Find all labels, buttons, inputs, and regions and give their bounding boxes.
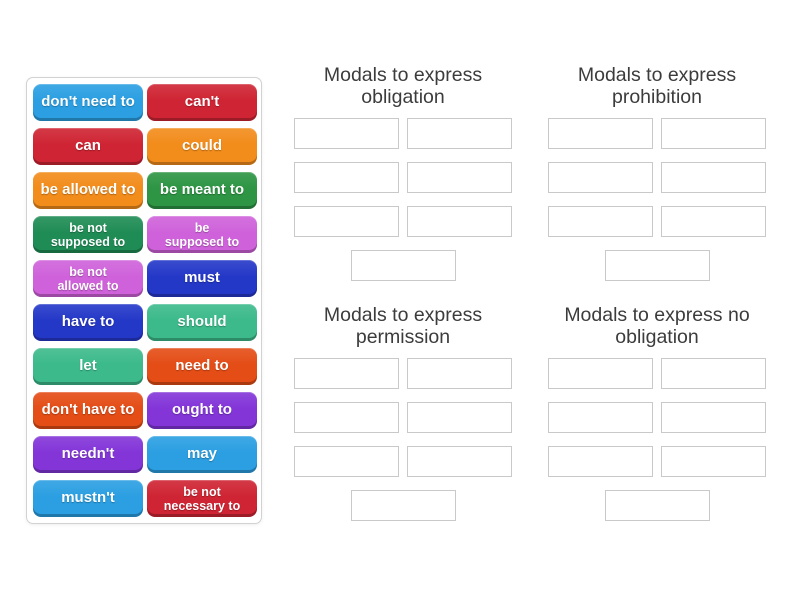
drop-slot[interactable] [548, 118, 653, 149]
drop-slot[interactable] [661, 206, 766, 237]
drop-slot[interactable] [407, 162, 512, 193]
drop-slot-grid [294, 118, 512, 281]
group-title: Modals to express obligation [323, 64, 483, 108]
word-tile[interactable]: let [33, 348, 143, 385]
word-tile[interactable]: be meant to [147, 172, 257, 209]
word-tile[interactable]: be not allowed to [33, 260, 143, 297]
drop-slot[interactable] [661, 358, 766, 389]
group-prohibition: Modals to express prohibition [548, 64, 766, 281]
drop-slot[interactable] [661, 446, 766, 477]
drop-slot[interactable] [350, 490, 456, 521]
word-tile[interactable]: need to [147, 348, 257, 385]
drop-slot[interactable] [604, 490, 710, 521]
drop-slot[interactable] [661, 402, 766, 433]
word-tile[interactable]: may [147, 436, 257, 473]
word-tile[interactable]: mustn't [33, 480, 143, 517]
drop-slot[interactable] [407, 446, 512, 477]
drop-slot[interactable] [294, 206, 399, 237]
group-title: Modals to express no obligation [564, 304, 750, 348]
group-no-obligation: Modals to express no obligation [548, 304, 766, 521]
drop-slot[interactable] [350, 250, 456, 281]
drop-slot[interactable] [604, 250, 710, 281]
word-tile[interactable]: be not necessary to [147, 480, 257, 517]
word-tile[interactable]: don't have to [33, 392, 143, 429]
drop-slot[interactable] [548, 402, 653, 433]
word-tile[interactable]: can [33, 128, 143, 165]
group-permission: Modals to express permission [294, 304, 512, 521]
group-obligation: Modals to express obligation [294, 64, 512, 281]
drop-slot[interactable] [548, 446, 653, 477]
word-tile[interactable]: be not supposed to [33, 216, 143, 253]
drop-slot-grid [294, 358, 512, 521]
word-tile[interactable]: could [147, 128, 257, 165]
drop-slot[interactable] [294, 446, 399, 477]
drop-slot[interactable] [661, 118, 766, 149]
drop-slot[interactable] [548, 162, 653, 193]
drop-slot[interactable] [294, 358, 399, 389]
group-title: Modals to express prohibition [577, 64, 737, 108]
drop-slot[interactable] [548, 358, 653, 389]
word-tile[interactable]: should [147, 304, 257, 341]
word-tile[interactable]: needn't [33, 436, 143, 473]
drop-slot[interactable] [661, 162, 766, 193]
group-title: Modals to express permission [323, 304, 483, 348]
drop-slot[interactable] [294, 402, 399, 433]
drop-slot[interactable] [294, 118, 399, 149]
word-tile[interactable]: have to [33, 304, 143, 341]
drop-slot[interactable] [407, 118, 512, 149]
word-tile[interactable]: be supposed to [147, 216, 257, 253]
drop-slot-grid [548, 358, 766, 521]
word-tile[interactable]: be allowed to [33, 172, 143, 209]
word-tile[interactable]: ought to [147, 392, 257, 429]
word-tile[interactable]: must [147, 260, 257, 297]
drop-slot[interactable] [407, 402, 512, 433]
drop-slot-grid [548, 118, 766, 281]
drop-slot[interactable] [294, 162, 399, 193]
word-tile[interactable]: don't need to [33, 84, 143, 121]
drop-slot[interactable] [407, 206, 512, 237]
drop-slot[interactable] [407, 358, 512, 389]
drop-slot[interactable] [548, 206, 653, 237]
word-tile[interactable]: can't [147, 84, 257, 121]
